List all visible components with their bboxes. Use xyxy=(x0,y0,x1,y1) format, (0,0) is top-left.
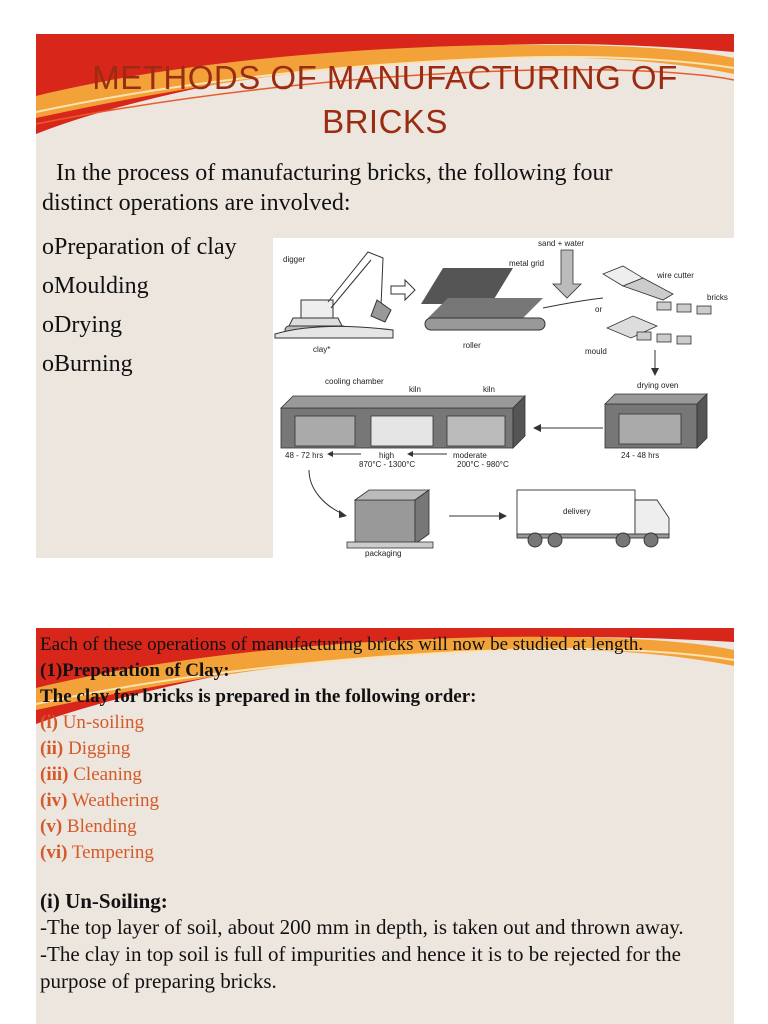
label-clay: clay* xyxy=(313,345,330,354)
label-or: or xyxy=(595,305,602,314)
operation-item: oDrying xyxy=(42,312,122,338)
slide-preparation-of-clay: Each of these operations of manufacturin… xyxy=(36,628,734,1024)
label-high-temp: 870°C - 1300°C xyxy=(359,460,415,469)
label-moderate: moderate xyxy=(453,451,487,460)
step-label: Cleaning xyxy=(68,764,142,785)
preparation-text: Each of these operations of manufacturin… xyxy=(40,632,730,995)
label-sand-water: sand + water xyxy=(538,239,584,248)
label-drying-oven: drying oven xyxy=(637,381,678,390)
operation-item: oMoulding xyxy=(42,273,149,299)
label-wire-cutter: wire cutter xyxy=(656,271,694,280)
step-item: (i) Un-soiling xyxy=(40,710,730,736)
step-number: (iii) xyxy=(40,764,69,785)
intro-sentence: Each of these operations of manufacturin… xyxy=(40,634,644,655)
operation-item: oBurning xyxy=(42,351,133,377)
step-item: (iv) Weathering xyxy=(40,788,730,814)
label-bricks: bricks xyxy=(707,293,728,302)
digger-illustration xyxy=(274,251,394,339)
decorative-swoosh xyxy=(36,628,734,724)
label-roller: roller xyxy=(463,341,481,350)
step-item: (v) Blending xyxy=(40,814,730,840)
label-moderate-temp: 200°C - 980°C xyxy=(457,460,509,469)
step-number: (iv) xyxy=(40,790,68,811)
label-24-48-hrs: 24 - 48 hrs xyxy=(621,451,659,460)
step-number: (ii) xyxy=(40,738,64,759)
section-heading: (1)Preparation of Clay: xyxy=(40,660,230,681)
operations-list: oPreparation of clay oMoulding oDrying o… xyxy=(42,228,237,384)
section-subheading: The clay for bricks is prepared in the f… xyxy=(40,686,477,707)
unsoiling-heading: (i) Un-Soiling: xyxy=(40,889,168,913)
step-item: (vi) Tempering xyxy=(40,840,730,866)
label-48-72-hrs: 48 - 72 hrs xyxy=(285,451,323,460)
intro-line-2: distinct operations are involved: xyxy=(42,190,351,216)
step-number: (vi) xyxy=(40,842,68,863)
drying-oven-illustration xyxy=(604,393,708,449)
label-kiln-2: kiln xyxy=(483,385,495,394)
step-label: Weathering xyxy=(67,790,159,811)
label-cooling-chamber: cooling chamber xyxy=(325,377,384,386)
label-mould: mould xyxy=(585,347,607,356)
step-label: Un-soiling xyxy=(57,712,144,733)
slide-methods: METHODS OF MANUFACTURING OF BRICKS In th… xyxy=(36,34,734,558)
unsoiling-paragraph-2: -The clay in top soil is full of impurit… xyxy=(40,942,681,993)
intro-text: In the process of manufacturing bricks, … xyxy=(42,158,722,218)
step-number: (i) xyxy=(40,712,58,733)
intro-line-1: In the process of manufacturing bricks, … xyxy=(56,160,613,186)
step-label: Digging xyxy=(63,738,131,759)
label-metal-grid: metal grid xyxy=(509,259,544,268)
step-label: Tempering xyxy=(67,842,154,863)
step-label: Blending xyxy=(62,816,137,837)
label-kiln-1: kiln xyxy=(409,385,421,394)
brick-process-diagram: digger clay* metal grid roller sand + wa… xyxy=(273,238,734,558)
mould-illustration xyxy=(606,315,692,345)
delivery-truck-illustration xyxy=(516,489,670,548)
step-item: (iii) Cleaning xyxy=(40,762,730,788)
operation-item: oPreparation of clay xyxy=(42,234,237,260)
decorative-swoosh xyxy=(36,34,734,134)
wire-cutter-illustration xyxy=(602,265,712,315)
label-delivery: delivery xyxy=(563,507,591,516)
metal-grid-illustration xyxy=(421,268,546,331)
packaging-illustration xyxy=(346,489,434,549)
label-digger: digger xyxy=(283,255,306,264)
kiln-tunnel-illustration xyxy=(280,395,526,449)
unsoiling-paragraph-1: -The top layer of soil, about 200 mm in … xyxy=(40,915,684,939)
step-item: (ii) Digging xyxy=(40,736,730,762)
step-number: (v) xyxy=(40,816,63,837)
label-high: high xyxy=(379,451,394,460)
slide-title: METHODS OF MANUFACTURING OF BRICKS xyxy=(92,59,678,140)
label-packaging: packaging xyxy=(365,549,401,558)
